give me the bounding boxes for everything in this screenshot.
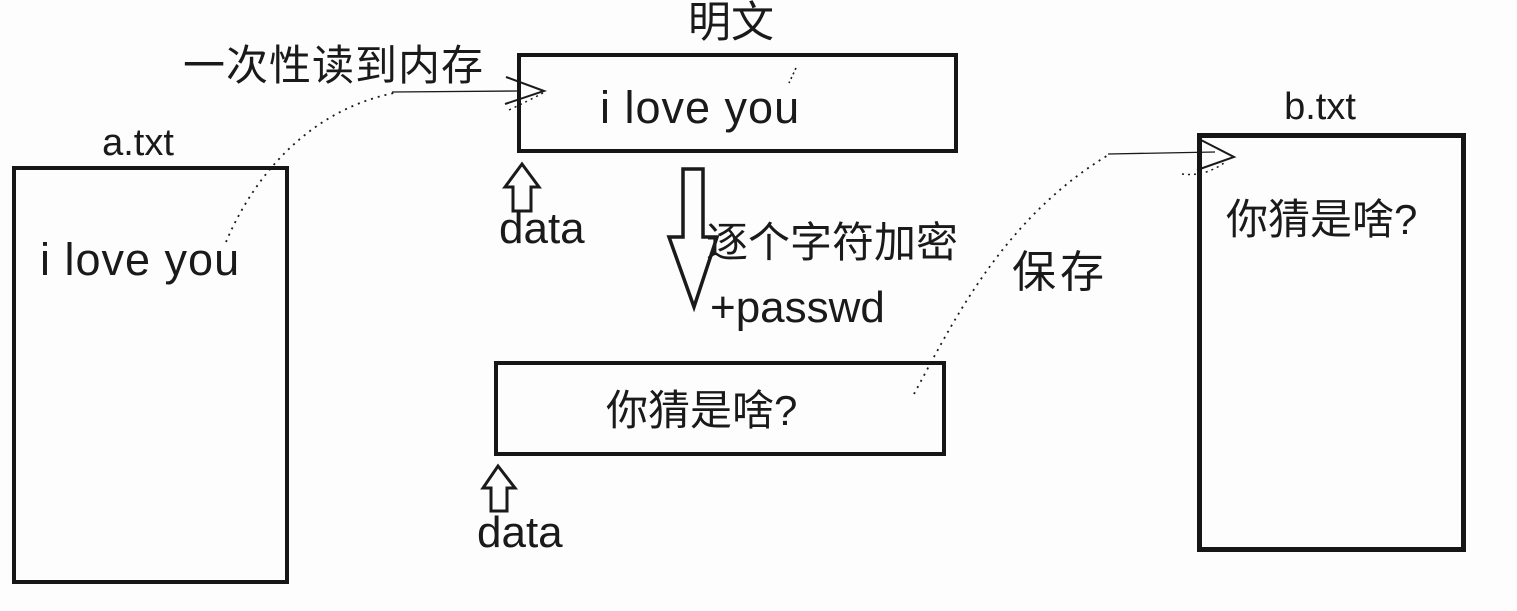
target-file-box [1197, 133, 1466, 552]
target-file-title: b.txt [1284, 86, 1356, 128]
encrypt-arrow-label-line1: 逐个字符加密 [706, 219, 959, 266]
plaintext-box-content: i love you [600, 82, 801, 133]
source-file-box [12, 166, 289, 584]
read-arrow-label: 一次性读到内存 [183, 42, 485, 89]
plaintext-data-label: data [499, 204, 585, 253]
read-to-memory-arrow-line [391, 90, 520, 93]
ciphertext-memory-box [494, 361, 946, 456]
ciphertext-box-content: 你猜是啥? [606, 387, 798, 434]
target-file-content: 你猜是啥? [1226, 196, 1418, 243]
source-file-title: a.txt [102, 122, 174, 164]
encrypt-arrow-label-line2: +passwd [710, 283, 885, 332]
plaintext-memory-box [517, 53, 958, 153]
plaintext-box-title: 明文 [688, 0, 774, 47]
save-arrow-label: 保存 [1012, 248, 1108, 297]
ciphertext-data-label: data [477, 508, 563, 557]
data-up-arrow-icon [480, 463, 519, 513]
source-file-content: i love you [40, 234, 241, 285]
